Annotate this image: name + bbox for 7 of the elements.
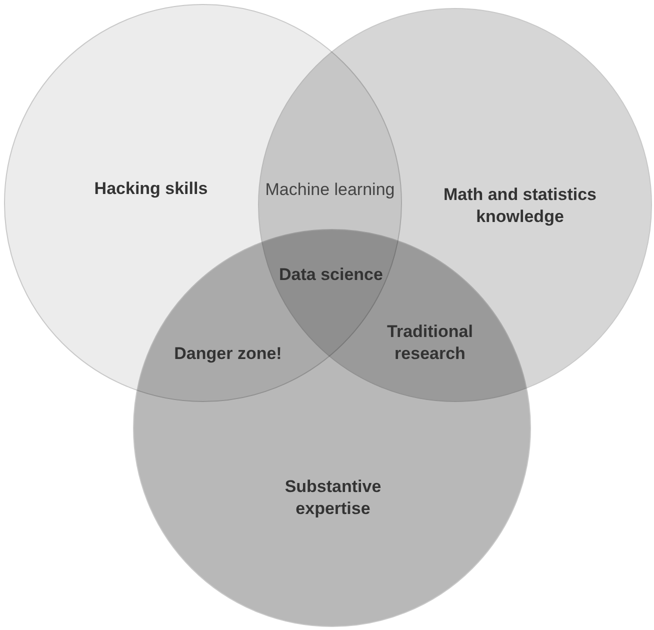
overlap-label: Machine learning xyxy=(265,179,395,201)
overlap-label: Traditional research xyxy=(386,321,474,365)
overlap-label: Danger zone! xyxy=(173,343,283,365)
circle-label: Hacking skills xyxy=(93,178,209,200)
circle-label: Math and statistics knowledge xyxy=(442,184,598,228)
circle-label: Substantive expertise xyxy=(284,476,382,520)
overlap-label: Data science xyxy=(278,264,384,286)
